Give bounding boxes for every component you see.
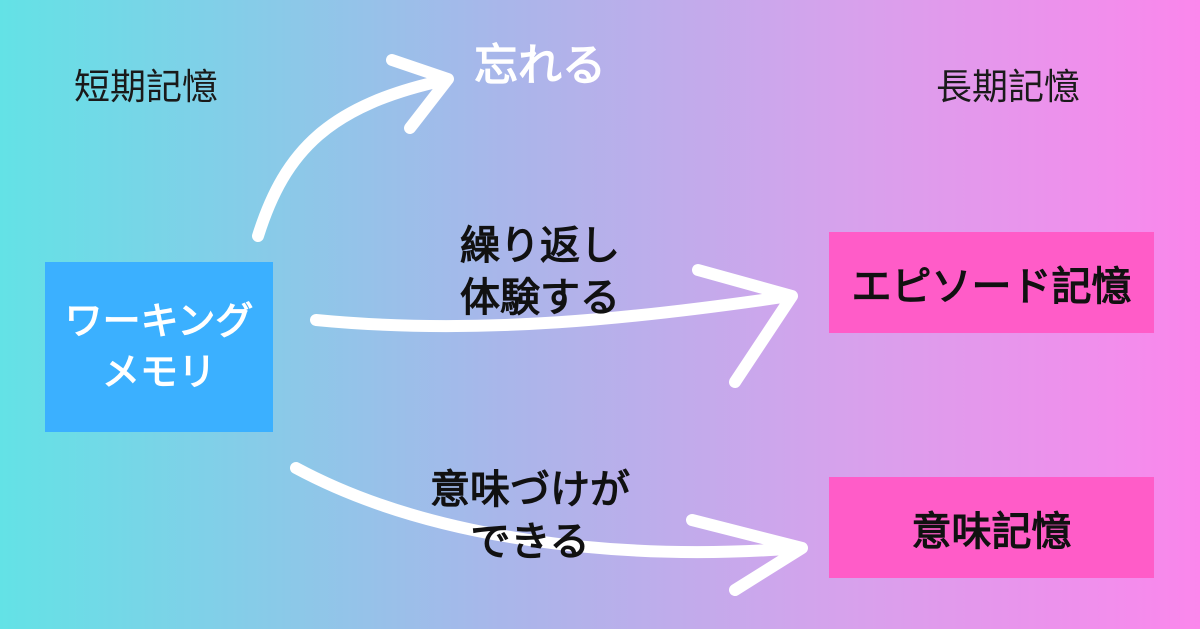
short-term-memory-label: 短期記憶 — [74, 67, 219, 108]
working-memory-line1: ワーキング — [64, 298, 254, 343]
working-memory-box: ワーキング メモリ — [45, 262, 273, 432]
semantic-arrowhead — [686, 514, 808, 596]
meaning-making-label: 意味づけが できる — [400, 464, 660, 568]
meaning-line1: 意味づけが — [430, 467, 630, 513]
episode-arrowhead — [692, 264, 798, 388]
episode-arrow — [310, 290, 796, 333]
semantic-memory-box: 意味記憶 — [829, 477, 1154, 578]
repeat-experience-label: 繰り返し 体験する — [420, 220, 660, 324]
forget-arrowhead — [386, 54, 454, 134]
forget-arrow — [252, 74, 451, 242]
repeat-line1: 繰り返し — [460, 223, 620, 269]
long-term-memory-label: 長期記憶 — [936, 67, 1081, 108]
episodic-memory-box: エピソード記憶 — [829, 232, 1154, 333]
meaning-line2: できる — [470, 519, 590, 565]
forget-label: 忘れる — [474, 40, 606, 91]
working-memory-line2: メモリ — [101, 350, 216, 394]
repeat-line2: 体験する — [460, 275, 620, 321]
semantic-arrow — [290, 462, 806, 558]
